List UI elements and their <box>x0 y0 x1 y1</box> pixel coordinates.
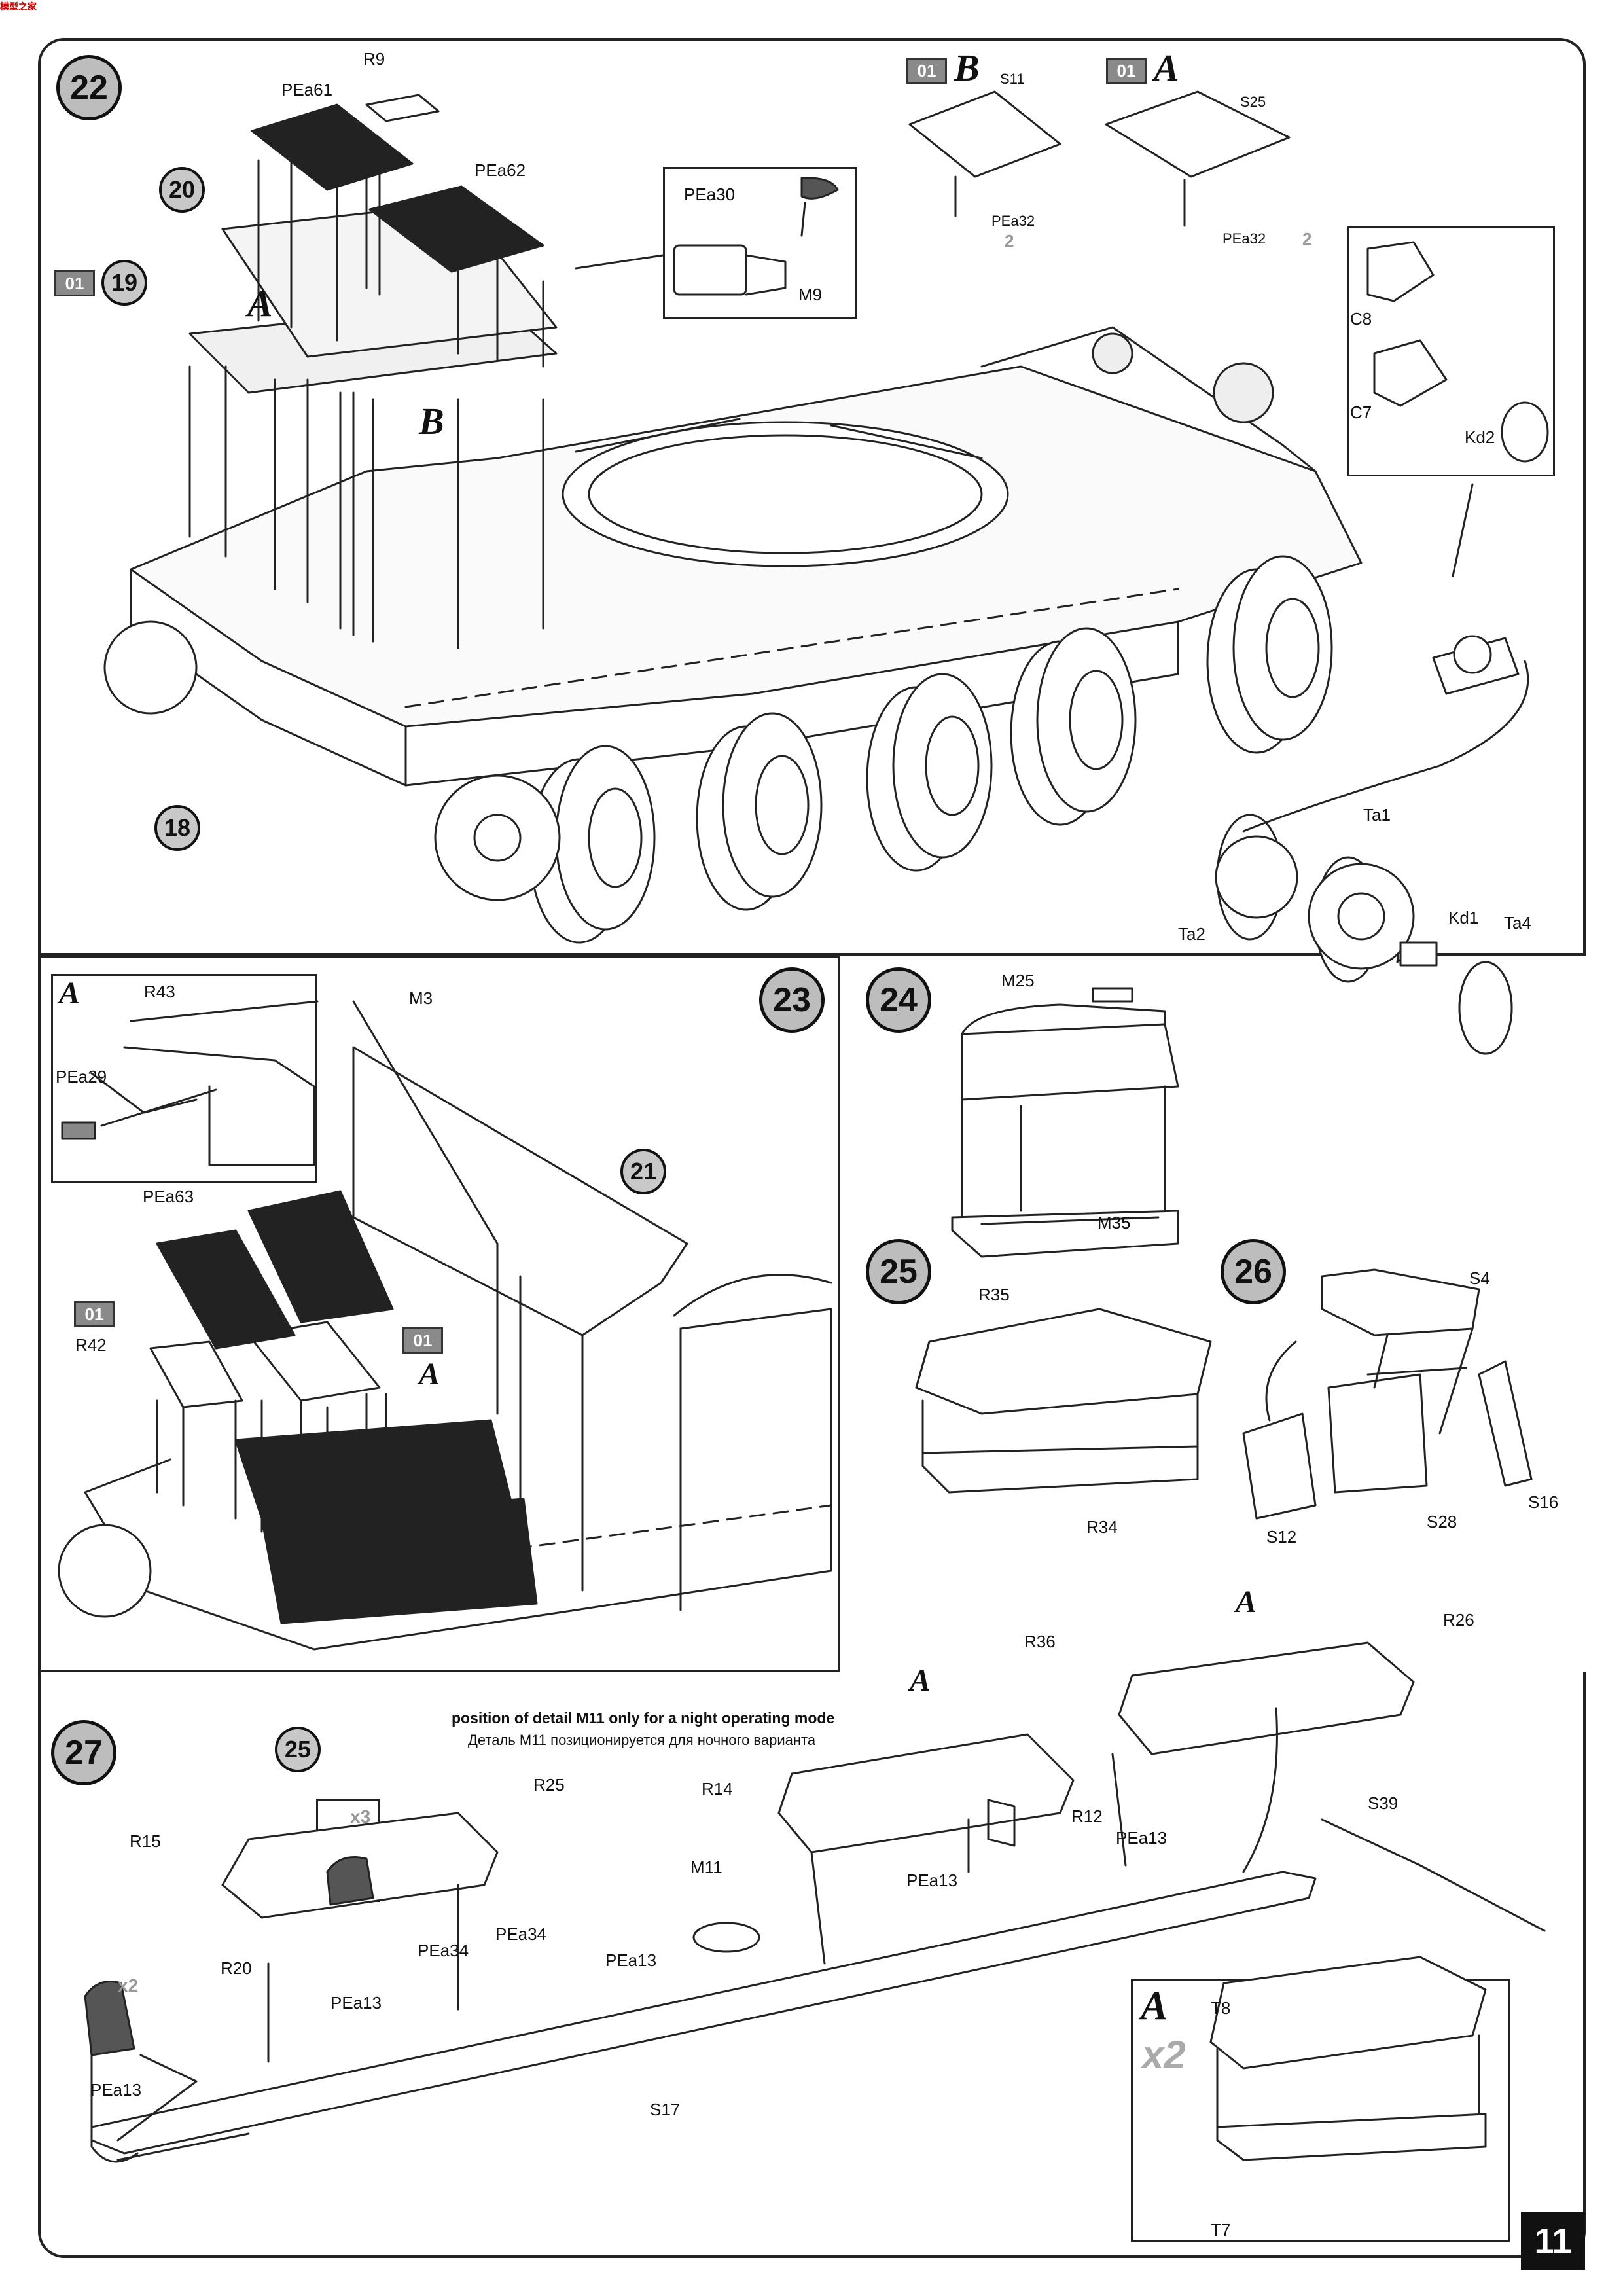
paint-01-badge: 01 <box>402 1327 443 1354</box>
part-label-r35: R35 <box>978 1285 1010 1304</box>
night-mode-note-en: position of detail M11 only for a night … <box>452 1710 835 1727</box>
letter-a: A <box>247 282 273 325</box>
multiplier-x3: x3 <box>350 1806 371 1827</box>
paint-01-badge: 01 <box>74 1301 115 1327</box>
letter-a: A <box>419 1357 440 1391</box>
part-label-pea62: PEa62 <box>474 160 526 180</box>
letter-a: A <box>910 1663 931 1698</box>
part-label-kd1: Kd1 <box>1448 908 1479 927</box>
part-label-pea32: PEa32 <box>1222 230 1266 247</box>
part-label-pea29: PEa29 <box>56 1067 107 1086</box>
paint-01-badge: 01 <box>54 270 95 296</box>
part-label-ta1: Ta1 <box>1363 805 1391 825</box>
paint-01-badge: 01 <box>906 58 947 84</box>
part-label-pea13: PEa13 <box>906 1871 958 1890</box>
part-label-m25: M25 <box>1001 971 1035 990</box>
part-label-s16: S16 <box>1528 1492 1559 1512</box>
step-26-number: 26 <box>1221 1239 1286 1304</box>
letter-a: A <box>1141 1984 1168 2028</box>
step22-hull <box>103 90 1549 1055</box>
part-label-pea34: PEa34 <box>495 1924 547 1944</box>
site-logo: 模型之家 <box>0 1 37 12</box>
part-label-ta2: Ta2 <box>1178 924 1205 944</box>
part-label-t7: T7 <box>1211 2220 1231 2240</box>
part-label-r20: R20 <box>221 1958 252 1978</box>
multiplier-x2: x2 <box>118 1975 139 1996</box>
page-number: 11 <box>1521 2212 1585 2270</box>
step23-hull <box>58 1000 832 1651</box>
part-label-r34: R34 <box>1086 1517 1118 1537</box>
inset-a-r43-box <box>51 974 317 1183</box>
subassembly-21: 21 <box>620 1149 666 1194</box>
multiplier-2: 2 <box>1005 231 1014 251</box>
paint-01-badge: 01 <box>1106 58 1147 84</box>
part-label-m9: M9 <box>798 285 823 304</box>
multiplier-x2: x2 <box>1142 2033 1186 2077</box>
part-label-s11: S11 <box>1000 71 1025 87</box>
night-mode-note-ru: Деталь М11 позиционируется для ночного в… <box>468 1732 816 1748</box>
part-label-r9: R9 <box>363 49 385 69</box>
part-label-s12: S12 <box>1266 1527 1297 1547</box>
step27-fender <box>84 1641 1546 2163</box>
step-25-number: 25 <box>866 1239 931 1304</box>
subassembly-20: 20 <box>159 167 205 213</box>
part-label-s39: S39 <box>1368 1793 1399 1813</box>
part-label-s25: S25 <box>1240 94 1266 110</box>
part-label-r15: R15 <box>130 1831 161 1851</box>
part-label-r36: R36 <box>1024 1632 1056 1651</box>
part-label-pea13: PEa13 <box>90 2080 142 2100</box>
part-label-c8: C8 <box>1350 309 1372 329</box>
part-label-r42: R42 <box>75 1335 107 1355</box>
step26-box <box>1242 1268 1533 1520</box>
step25-tank <box>915 1308 1212 1494</box>
part-label-c7: C7 <box>1350 403 1372 422</box>
multiplier-2: 2 <box>1302 229 1312 249</box>
part-label-pea61: PEa61 <box>281 80 333 99</box>
letter-a: A <box>59 976 80 1011</box>
step-23-number: 23 <box>759 967 825 1033</box>
part-label-pea30: PEa30 <box>684 185 736 204</box>
subassembly-19: 19 <box>101 260 147 306</box>
part-label-pea34: PEa34 <box>418 1941 469 1960</box>
step-22-number: 22 <box>56 55 122 120</box>
part-label-r26: R26 <box>1443 1610 1474 1630</box>
letter-a: A <box>1236 1585 1257 1619</box>
part-label-r43: R43 <box>144 982 175 1001</box>
part-label-ta4: Ta4 <box>1504 913 1531 933</box>
step-27-number: 27 <box>51 1720 116 1785</box>
part-label-r25: R25 <box>533 1775 565 1795</box>
part-label-pea63: PEa63 <box>143 1187 194 1206</box>
part-label-pea13: PEa13 <box>1116 1828 1168 1848</box>
part-label-m11: M11 <box>690 1857 722 1877</box>
part-label-s4: S4 <box>1469 1268 1490 1288</box>
part-label-s28: S28 <box>1427 1512 1457 1532</box>
subassembly-25: 25 <box>275 1727 321 1772</box>
letter-a: A <box>1154 46 1179 89</box>
part-label-pea13: PEa13 <box>330 1993 382 2013</box>
part-label-m3: M3 <box>409 988 433 1008</box>
letter-b: B <box>954 46 980 89</box>
step24-fuel-tank <box>951 987 1179 1258</box>
part-label-pea13: PEa13 <box>605 1950 657 1970</box>
part-label-pea32: PEa32 <box>991 213 1035 229</box>
letter-b: B <box>419 400 444 442</box>
step-24-number: 24 <box>866 967 931 1033</box>
subassembly-18: 18 <box>154 805 200 851</box>
part-label-kd2: Kd2 <box>1465 427 1495 447</box>
part-label-s17: S17 <box>650 2100 681 2119</box>
part-label-m35: M35 <box>1097 1213 1131 1232</box>
part-label-t8: T8 <box>1211 1998 1231 2018</box>
part-label-r12: R12 <box>1071 1806 1103 1826</box>
part-label-r14: R14 <box>702 1779 733 1799</box>
